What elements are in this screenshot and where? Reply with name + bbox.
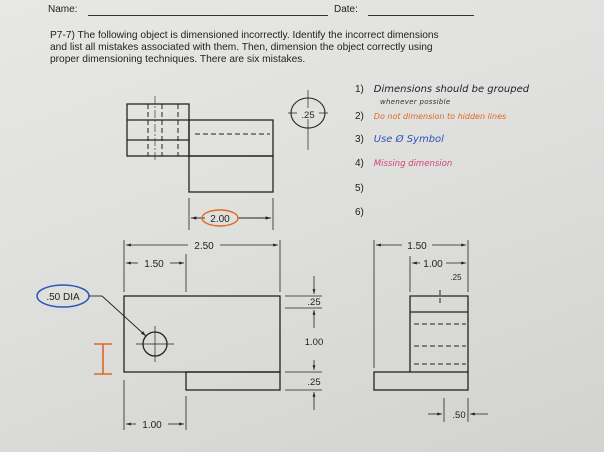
- mistake-text: Missing dimension: [373, 159, 453, 169]
- top-width-dim: 2.00: [210, 214, 230, 225]
- mistake-number: 3): [355, 134, 364, 145]
- front-left-dim: 1.50: [144, 259, 164, 270]
- front-overall-dim: 2.50: [194, 241, 214, 252]
- name-field-line[interactable]: [88, 15, 328, 16]
- front-bottom-width-dim: 1.00: [142, 420, 162, 431]
- side-inner-dim: 1.00: [423, 259, 443, 270]
- mistake-text: Dimensions should be grouped: [373, 84, 530, 95]
- front-right-dimensions: [285, 276, 322, 410]
- front-bottom-dimension: [123, 380, 187, 430]
- top-view-lower-block: [188, 155, 274, 193]
- date-field-line[interactable]: [368, 15, 474, 16]
- mistake-item-1: 1) Dimensions should be grouped: [355, 84, 585, 95]
- front-view-foot: [185, 371, 281, 391]
- hole-callout-text: .50 DIA: [46, 292, 80, 303]
- problem-line-3: proper dimensioning techniques. There ar…: [50, 54, 306, 65]
- side-overall-dim: 1.50: [407, 241, 427, 252]
- side-step-dim: .25: [450, 273, 462, 282]
- date-label: Date:: [334, 4, 358, 15]
- hole-callout: .50 DIA: [36, 284, 147, 337]
- mistake-number: 2): [355, 111, 364, 122]
- top-hole-callout: .25: [288, 90, 328, 150]
- front-middle-dim: 1.00: [305, 337, 324, 348]
- front-bottom-step-dim: .25: [307, 377, 320, 388]
- mistake-item-6: 6): [355, 207, 585, 218]
- top-view-left-block: [126, 103, 190, 157]
- front-view: [123, 295, 281, 391]
- mistake-text: Use Ø Symbol: [373, 134, 444, 145]
- top-view: [126, 96, 274, 193]
- mistake-number: 5): [355, 183, 364, 194]
- mistake-item-4: 4) Missing dimension: [355, 158, 585, 169]
- side-view: [373, 290, 469, 391]
- hidden-lines: [147, 104, 270, 156]
- mistake-text: Do not dimension to hidden lines: [373, 112, 507, 121]
- mistake-item-5: 5): [355, 183, 585, 194]
- top-view-step: [188, 119, 274, 157]
- mistake-number: 4): [355, 158, 364, 169]
- front-overall-dimension: [123, 240, 281, 292]
- top-hole-dim: .25: [301, 110, 314, 121]
- problem-line-1: P7-7) The following object is dimensione…: [50, 30, 439, 41]
- side-bottom-dim: .50: [452, 410, 465, 421]
- mistake-1-subtext: whenever possible: [380, 98, 451, 106]
- name-label: Name:: [48, 4, 78, 15]
- side-dimensions: [373, 240, 488, 422]
- mistake-item-3: 3) Use Ø Symbol: [355, 134, 585, 145]
- mistake-item-2: 2) Do not dimension to hidden lines: [355, 111, 585, 122]
- side-view-upright: [409, 295, 469, 372]
- orange-missing-dim-mark: [94, 343, 112, 375]
- problem-statement: P7-7) The following object is dimensione…: [50, 30, 570, 66]
- orange-circle-mark: [201, 209, 239, 227]
- side-hidden-lines: [414, 290, 466, 365]
- top-width-dimension: 2.00: [188, 198, 274, 230]
- mistake-number: 6): [355, 207, 364, 218]
- front-top-step-dim: .25: [307, 297, 320, 308]
- mistake-number: 1): [355, 84, 364, 95]
- problem-line-2: and list all mistakes associated with th…: [50, 42, 433, 53]
- side-view-foot: [373, 371, 469, 391]
